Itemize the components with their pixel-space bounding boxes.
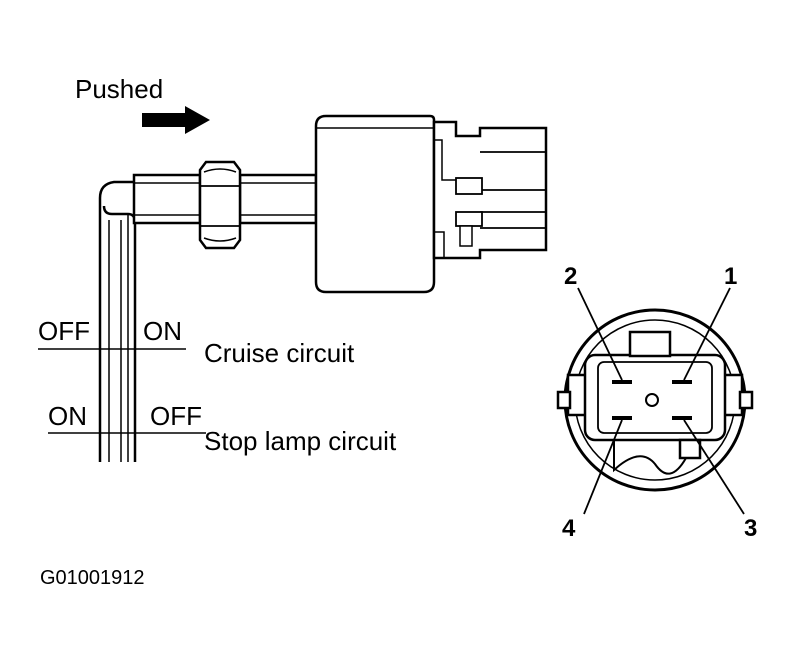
stop-lamp-on-label: ON: [48, 401, 87, 431]
cruise-circuit-label: Cruise circuit: [204, 338, 355, 368]
terminal-4-label: 4: [562, 515, 576, 542]
plunger-rod: [98, 180, 137, 462]
stop-lamp-circuit-label: Stop lamp circuit: [204, 426, 397, 456]
figure-code: G01001912: [40, 567, 145, 589]
cruise-on-label: ON: [143, 316, 182, 346]
stop-lamp-off-label: OFF: [150, 401, 202, 431]
leader-lines: [577, 287, 745, 515]
lock-nut: [198, 160, 242, 250]
terminal-pins: [612, 380, 692, 420]
terminal-1-label: 1: [724, 263, 737, 290]
center-hole: [645, 393, 659, 407]
connector-housing: [432, 120, 548, 260]
pushed-label: Pushed: [75, 74, 163, 104]
terminal-3-label: 3: [744, 515, 757, 542]
cruise-off-label: OFF: [38, 316, 90, 346]
switch-body: [314, 114, 436, 294]
terminal-2-label: 2: [564, 263, 577, 290]
pushed-arrow: [142, 106, 210, 134]
